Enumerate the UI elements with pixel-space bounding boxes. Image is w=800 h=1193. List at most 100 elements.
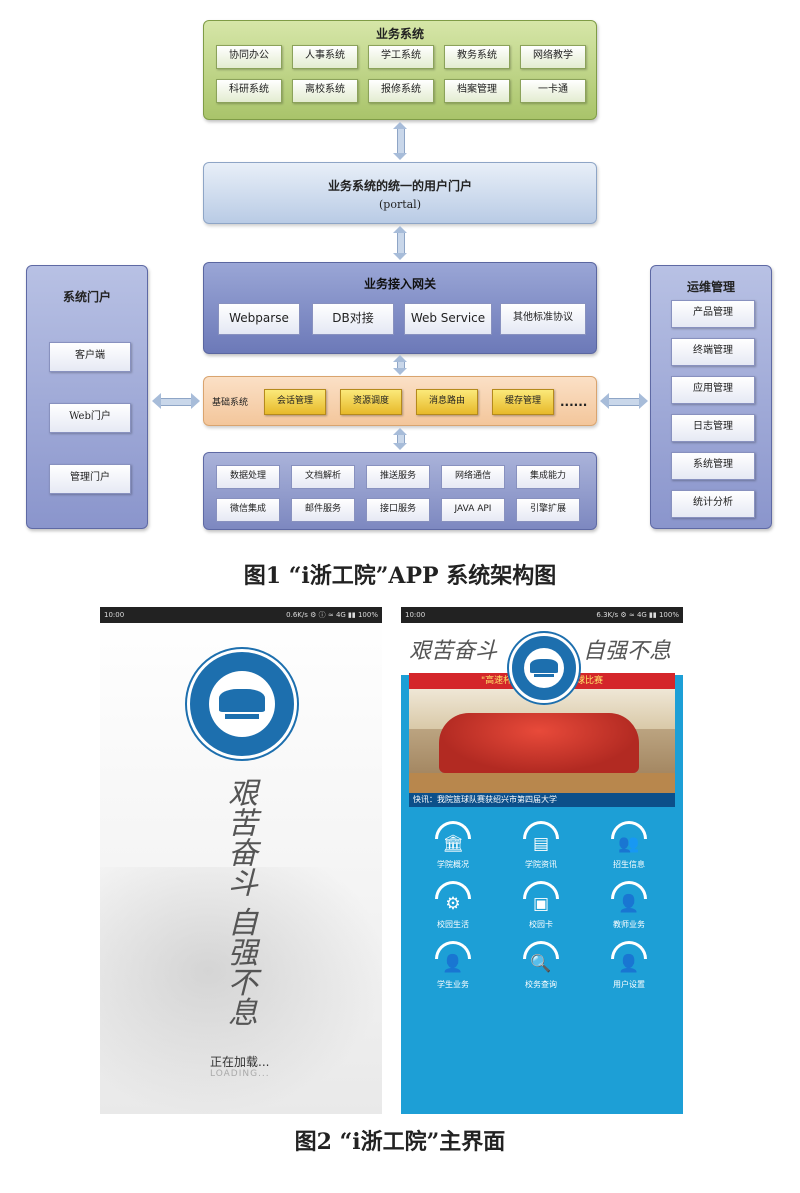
service-item: 接口服务 bbox=[366, 498, 430, 522]
system-portal-panel: 系统门户 客户端 Web门户 管理门户 bbox=[26, 265, 148, 529]
business-systems-box: 业务系统 协同办公 人事系统 学工系统 教务系统 网络教学 科研系统 离校系统 … bbox=[203, 20, 597, 120]
news-icon: ▤ bbox=[532, 834, 550, 854]
business-item: 协同办公 bbox=[216, 45, 282, 69]
business-item: 离校系统 bbox=[292, 79, 358, 103]
ops-item: 统计分析 bbox=[671, 490, 755, 518]
base-item: 会话管理 bbox=[264, 389, 326, 415]
base-item: 资源调度 bbox=[340, 389, 402, 415]
gateway-title: 业务接入网关 bbox=[363, 277, 436, 291]
services-grid: 数据处理 文档解析 推送服务 网络通信 集成能力 微信集成 邮件服务 接口服务 … bbox=[216, 465, 586, 522]
business-item: 教务系统 bbox=[444, 45, 510, 69]
ops-item: 产品管理 bbox=[671, 300, 755, 328]
loading-text: 正在加载... bbox=[210, 1055, 270, 1069]
splash-screen: 10:00 0.6K/s ⚙ ⓘ ≈ 4G ▮▮ 100% 艰苦奋斗 自强不息 … bbox=[100, 607, 382, 1114]
menu-label: 校务查询 bbox=[525, 980, 557, 989]
menu-label: 招生信息 bbox=[613, 860, 645, 869]
ops-item: 终端管理 bbox=[671, 338, 755, 366]
service-item: 微信集成 bbox=[216, 498, 280, 522]
status-bar: 10:00 6.3K/s ⚙ ≈ 4G ▮▮ 100% bbox=[401, 607, 683, 623]
menu-label: 用户设置 bbox=[613, 980, 645, 989]
business-item: 学工系统 bbox=[368, 45, 434, 69]
menu-item-affairs-query[interactable]: 🔍 校务查询 bbox=[501, 939, 581, 999]
portal-title: 业务系统的统一的用户门户 bbox=[327, 179, 472, 193]
gateway-item: DB对接 bbox=[312, 303, 394, 335]
service-item: 邮件服务 bbox=[291, 498, 355, 522]
calligraphy-right: 自强不息 bbox=[583, 639, 672, 664]
portal-item: 客户端 bbox=[49, 342, 131, 372]
status-bar: 10:00 0.6K/s ⚙ ⓘ ≈ 4G ▮▮ 100% bbox=[100, 607, 382, 623]
user-settings-icon: 👤 bbox=[618, 954, 640, 974]
figure-2-caption: 图2 “i浙工院”主界面 bbox=[294, 1129, 506, 1155]
business-item: 科研系统 bbox=[216, 79, 282, 103]
gateway-box: 业务接入网关 Webparse DB对接 Web Service 其他标准协议 bbox=[203, 262, 597, 354]
service-item: 集成能力 bbox=[516, 465, 580, 489]
gateway-item: Webparse bbox=[218, 303, 300, 335]
service-item: JAVA API bbox=[441, 498, 505, 522]
student-icon: 👤 bbox=[442, 954, 464, 974]
ops-item: 应用管理 bbox=[671, 376, 755, 404]
gateway-item: Web Service bbox=[404, 303, 492, 335]
loading-text-en: LOADING... bbox=[210, 1069, 270, 1079]
life-icon: ⚙ bbox=[445, 894, 461, 914]
menu-item-admissions[interactable]: 👥 招生信息 bbox=[589, 819, 669, 879]
base-item: 消息路由 bbox=[416, 389, 478, 415]
menu-label: 学生业务 bbox=[437, 980, 469, 989]
business-systems-title: 业务系统 bbox=[375, 27, 424, 41]
service-item: 文档解析 bbox=[291, 465, 355, 489]
card-icon: ▣ bbox=[532, 894, 550, 914]
search-icon: 🔍 bbox=[530, 954, 552, 974]
menu-label: 教师业务 bbox=[613, 920, 645, 929]
college-logo-icon bbox=[509, 633, 579, 703]
ops-item: 系统管理 bbox=[671, 452, 755, 480]
business-item: 网络教学 bbox=[520, 45, 586, 69]
menu-item-student-services[interactable]: 👤 学生业务 bbox=[413, 939, 493, 999]
calligraphy-left: 艰苦奋斗 bbox=[409, 639, 498, 664]
double-arrow-icon bbox=[600, 393, 648, 409]
menu-item-college-overview[interactable]: 🏛 学院概况 bbox=[413, 819, 493, 879]
portal-subtitle: (portal) bbox=[378, 198, 421, 211]
ops-management-panel: 运维管理 产品管理 终端管理 应用管理 日志管理 系统管理 统计分析 bbox=[650, 265, 772, 529]
business-systems-grid: 协同办公 人事系统 学工系统 教务系统 网络教学 科研系统 离校系统 报修系统 … bbox=[216, 45, 586, 103]
teacher-icon: 👤 bbox=[618, 894, 640, 914]
college-logo-icon bbox=[187, 649, 297, 759]
status-time: 10:00 bbox=[104, 611, 125, 619]
people-icon: 👥 bbox=[618, 834, 640, 854]
home-screen: 10:00 6.3K/s ⚙ ≈ 4G ▮▮ 100% 艰苦奋斗 自强不息 "高… bbox=[401, 607, 683, 1114]
menu-item-campus-card[interactable]: ▣ 校园卡 bbox=[501, 879, 581, 939]
system-portal-title: 系统门户 bbox=[62, 290, 111, 304]
ops-management-title: 运维管理 bbox=[686, 280, 735, 294]
menu-item-teacher-services[interactable]: 👤 教师业务 bbox=[589, 879, 669, 939]
news-ticker[interactable]: 快讯：我院篮球队赛获绍兴市第四届大学 bbox=[409, 793, 675, 807]
base-system-box: 基础系统 会话管理 资源调度 消息路由 缓存管理 ...... bbox=[203, 376, 597, 426]
menu-item-user-settings[interactable]: 👤 用户设置 bbox=[589, 939, 669, 999]
service-item: 推送服务 bbox=[366, 465, 430, 489]
team-photo bbox=[439, 713, 639, 773]
double-arrow-icon bbox=[393, 355, 407, 375]
ops-item: 日志管理 bbox=[671, 414, 755, 442]
cloud-decoration bbox=[100, 867, 382, 1114]
double-arrow-icon bbox=[152, 393, 200, 409]
service-item: 引擎扩展 bbox=[516, 498, 580, 522]
calligraphy-motto: 艰苦奋斗 自强不息 bbox=[222, 777, 257, 1027]
base-more: ...... bbox=[560, 395, 588, 409]
business-item: 档案管理 bbox=[444, 79, 510, 103]
gateway-item: 其他标准协议 bbox=[500, 303, 586, 335]
portal-box: 业务系统的统一的用户门户 (portal) bbox=[203, 162, 597, 224]
figure-1-caption: 图1 “i浙工院”APP 系统架构图 bbox=[243, 563, 557, 589]
menu-label: 学院概况 bbox=[437, 860, 469, 869]
building-icon: 🏛 bbox=[442, 834, 464, 854]
business-item: 一卡通 bbox=[520, 79, 586, 103]
service-item: 数据处理 bbox=[216, 465, 280, 489]
menu-label: 校园卡 bbox=[529, 920, 553, 929]
menu-label: 学院资讯 bbox=[525, 860, 557, 869]
services-box: 数据处理 文档解析 推送服务 网络通信 集成能力 微信集成 邮件服务 接口服务 … bbox=[203, 452, 597, 530]
status-time: 10:00 bbox=[405, 611, 426, 619]
menu-label: 校园生活 bbox=[437, 920, 469, 929]
portal-item: 管理门户 bbox=[49, 464, 131, 494]
business-item: 人事系统 bbox=[292, 45, 358, 69]
menu-item-campus-life[interactable]: ⚙ 校园生活 bbox=[413, 879, 493, 939]
status-indicators: 6.3K/s ⚙ ≈ 4G ▮▮ 100% bbox=[596, 611, 679, 619]
menu-item-college-news[interactable]: ▤ 学院资讯 bbox=[501, 819, 581, 879]
service-item: 网络通信 bbox=[441, 465, 505, 489]
double-arrow-icon bbox=[393, 226, 407, 260]
